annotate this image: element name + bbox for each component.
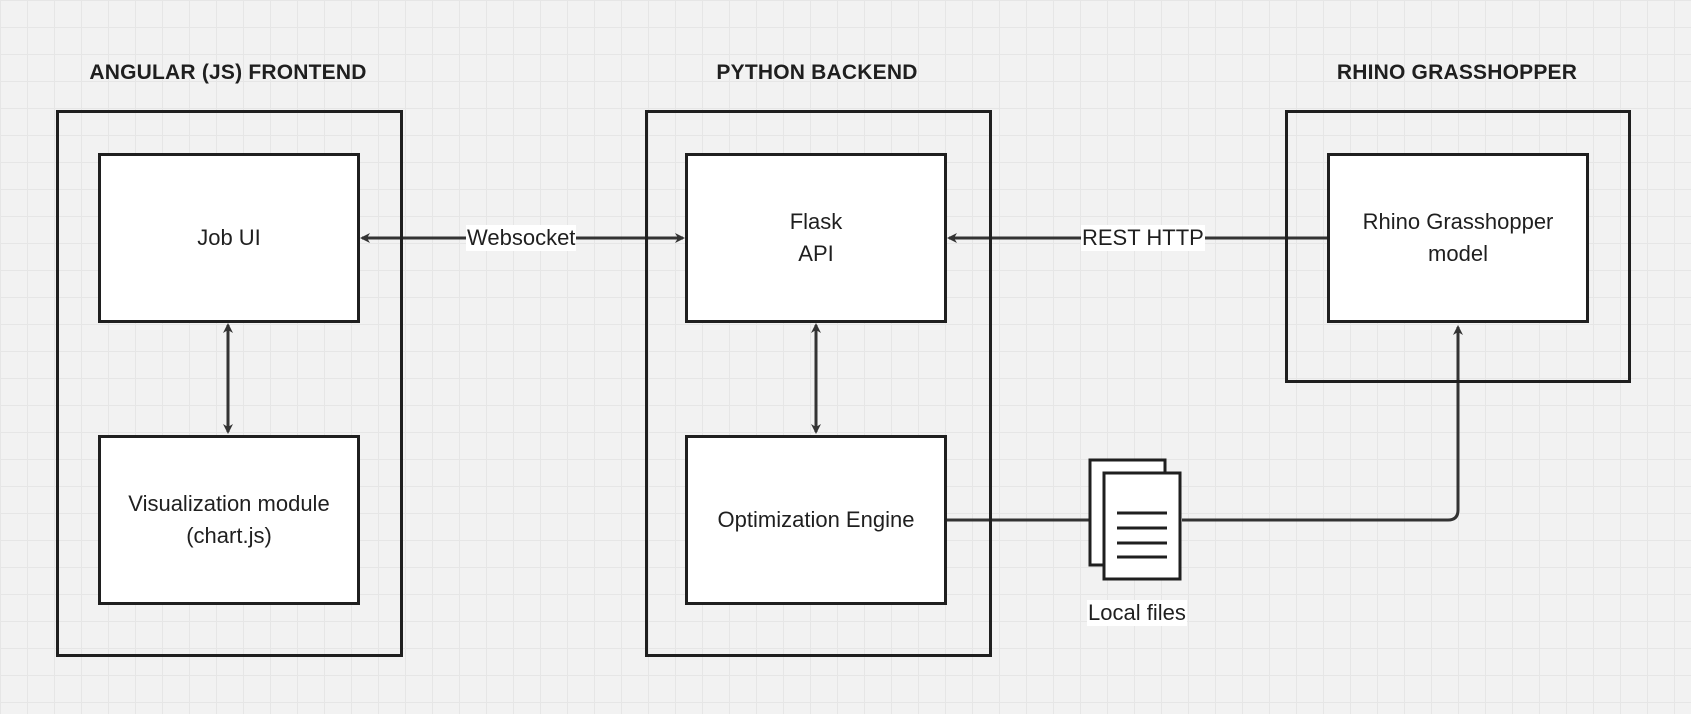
rhino-lane-title: RHINO GRASSHOPPER xyxy=(1336,61,1578,84)
rest-http-edge-label: REST HTTP xyxy=(1081,225,1205,251)
files-to-rhino-connector xyxy=(1182,325,1463,522)
websocket-edge-label: Websocket xyxy=(466,225,577,251)
frontend-lane-title: ANGULAR (JS) FRONTEND xyxy=(89,61,367,84)
frontend-lane xyxy=(56,110,403,657)
document-stack-icon xyxy=(1088,458,1182,581)
rhino-grasshopper-model-node[interactable]: Rhino Grasshopper model xyxy=(1327,153,1589,323)
optimization-engine-node[interactable]: Optimization Engine xyxy=(685,435,947,605)
rhino-model-label-line1: Rhino Grasshopper xyxy=(1362,209,1554,234)
optimization-engine-label: Optimization Engine xyxy=(717,507,915,532)
job-ui-node[interactable]: Job UI xyxy=(98,153,360,323)
backend-lane xyxy=(645,110,992,657)
rhino-model-label-line2: model xyxy=(1428,241,1488,266)
local-files-label: Local files xyxy=(1087,600,1187,626)
flask-api-node[interactable]: Flask API xyxy=(685,153,947,323)
flask-label-line2: API xyxy=(798,241,834,266)
rhino-lane xyxy=(1285,110,1631,383)
job-ui-label: Job UI xyxy=(197,225,261,250)
flask-label-line1: Flask xyxy=(789,209,843,234)
backend-lane-title: PYTHON BACKEND xyxy=(716,61,918,84)
visualization-label-line1: Visualization module xyxy=(128,491,330,516)
visualization-module-node[interactable]: Visualization module (chart.js) xyxy=(98,435,360,605)
visualization-label-line2: (chart.js) xyxy=(186,523,272,548)
